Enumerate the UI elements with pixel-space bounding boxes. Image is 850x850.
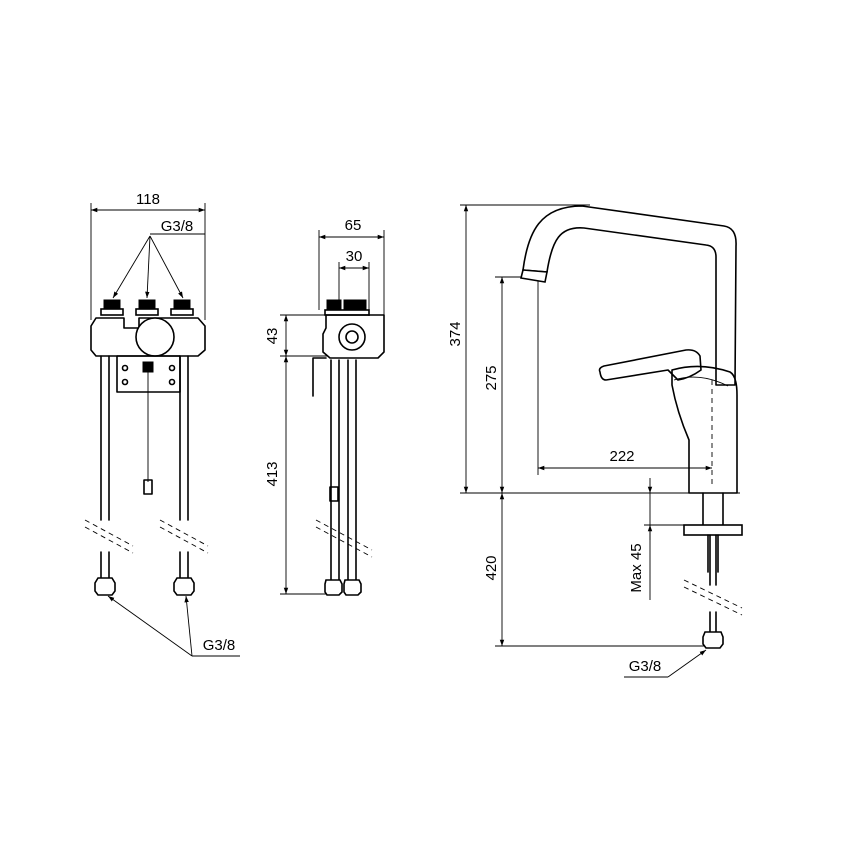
tap-spout-height-dimension: 275 bbox=[483, 276, 542, 493]
tap-mounting bbox=[683, 492, 743, 649]
side-depth-dimension: 65 bbox=[318, 217, 385, 316]
side-hoses bbox=[315, 359, 373, 596]
side-body-height-label: 43 bbox=[264, 328, 281, 345]
tap-below-deck-label: 420 bbox=[483, 555, 500, 580]
front-hose-thread-callout: G3/8 bbox=[107, 595, 240, 657]
tap-overall-height-label: 374 bbox=[447, 321, 464, 346]
tap-spout-reach-dimension: 222 bbox=[537, 277, 712, 475]
front-inlet-thread-callout: G3/8 bbox=[112, 218, 205, 299]
tap-spout-reach-label: 222 bbox=[609, 448, 634, 465]
tap-lever-handle bbox=[598, 349, 702, 381]
valve-body bbox=[90, 317, 206, 357]
tap-hose-thread-label: G3/8 bbox=[629, 658, 662, 675]
valve-cartridge bbox=[135, 317, 175, 357]
tap-aerator bbox=[520, 269, 548, 283]
front-inlet-thread-label: G3/8 bbox=[161, 218, 194, 235]
tap-view: 374 275 420 222 Max 45 bbox=[447, 204, 743, 678]
side-outlet-port bbox=[338, 323, 366, 351]
mounting-bracket bbox=[116, 355, 181, 393]
tap-deck-thickness-dimension: Max 45 bbox=[628, 478, 684, 600]
side-offset-dimension: 30 bbox=[338, 248, 370, 316]
side-hose-length-label: 413 bbox=[264, 461, 281, 486]
tap-deck-thickness-label: Max 45 bbox=[628, 543, 645, 592]
side-offset-label: 30 bbox=[346, 248, 363, 265]
front-width-dimension: 118 bbox=[90, 191, 206, 320]
tap-body bbox=[671, 365, 738, 494]
side-top-fittings bbox=[324, 299, 370, 316]
front-width-label: 118 bbox=[136, 191, 160, 208]
side-bracket bbox=[312, 357, 327, 397]
side-depth-label: 65 bbox=[345, 217, 362, 234]
side-height-dimensions: 43 413 bbox=[264, 314, 330, 595]
front-view: 118 G3/8 bbox=[84, 191, 240, 657]
side-valve-body bbox=[322, 314, 385, 359]
side-view: 65 30 43 413 bbox=[264, 217, 385, 596]
tap-hose-thread-callout: G3/8 bbox=[624, 649, 707, 678]
tap-overall-height-dimension: 374 bbox=[447, 204, 740, 494]
tap-below-deck-dimension: 420 bbox=[483, 493, 712, 647]
top-fittings bbox=[100, 299, 194, 316]
sensor-cable bbox=[143, 392, 153, 495]
tap-spout-height-label: 275 bbox=[483, 365, 500, 390]
front-hose-thread-label: G3/8 bbox=[203, 637, 236, 654]
tap-spout bbox=[522, 205, 737, 386]
front-hoses bbox=[84, 355, 209, 596]
